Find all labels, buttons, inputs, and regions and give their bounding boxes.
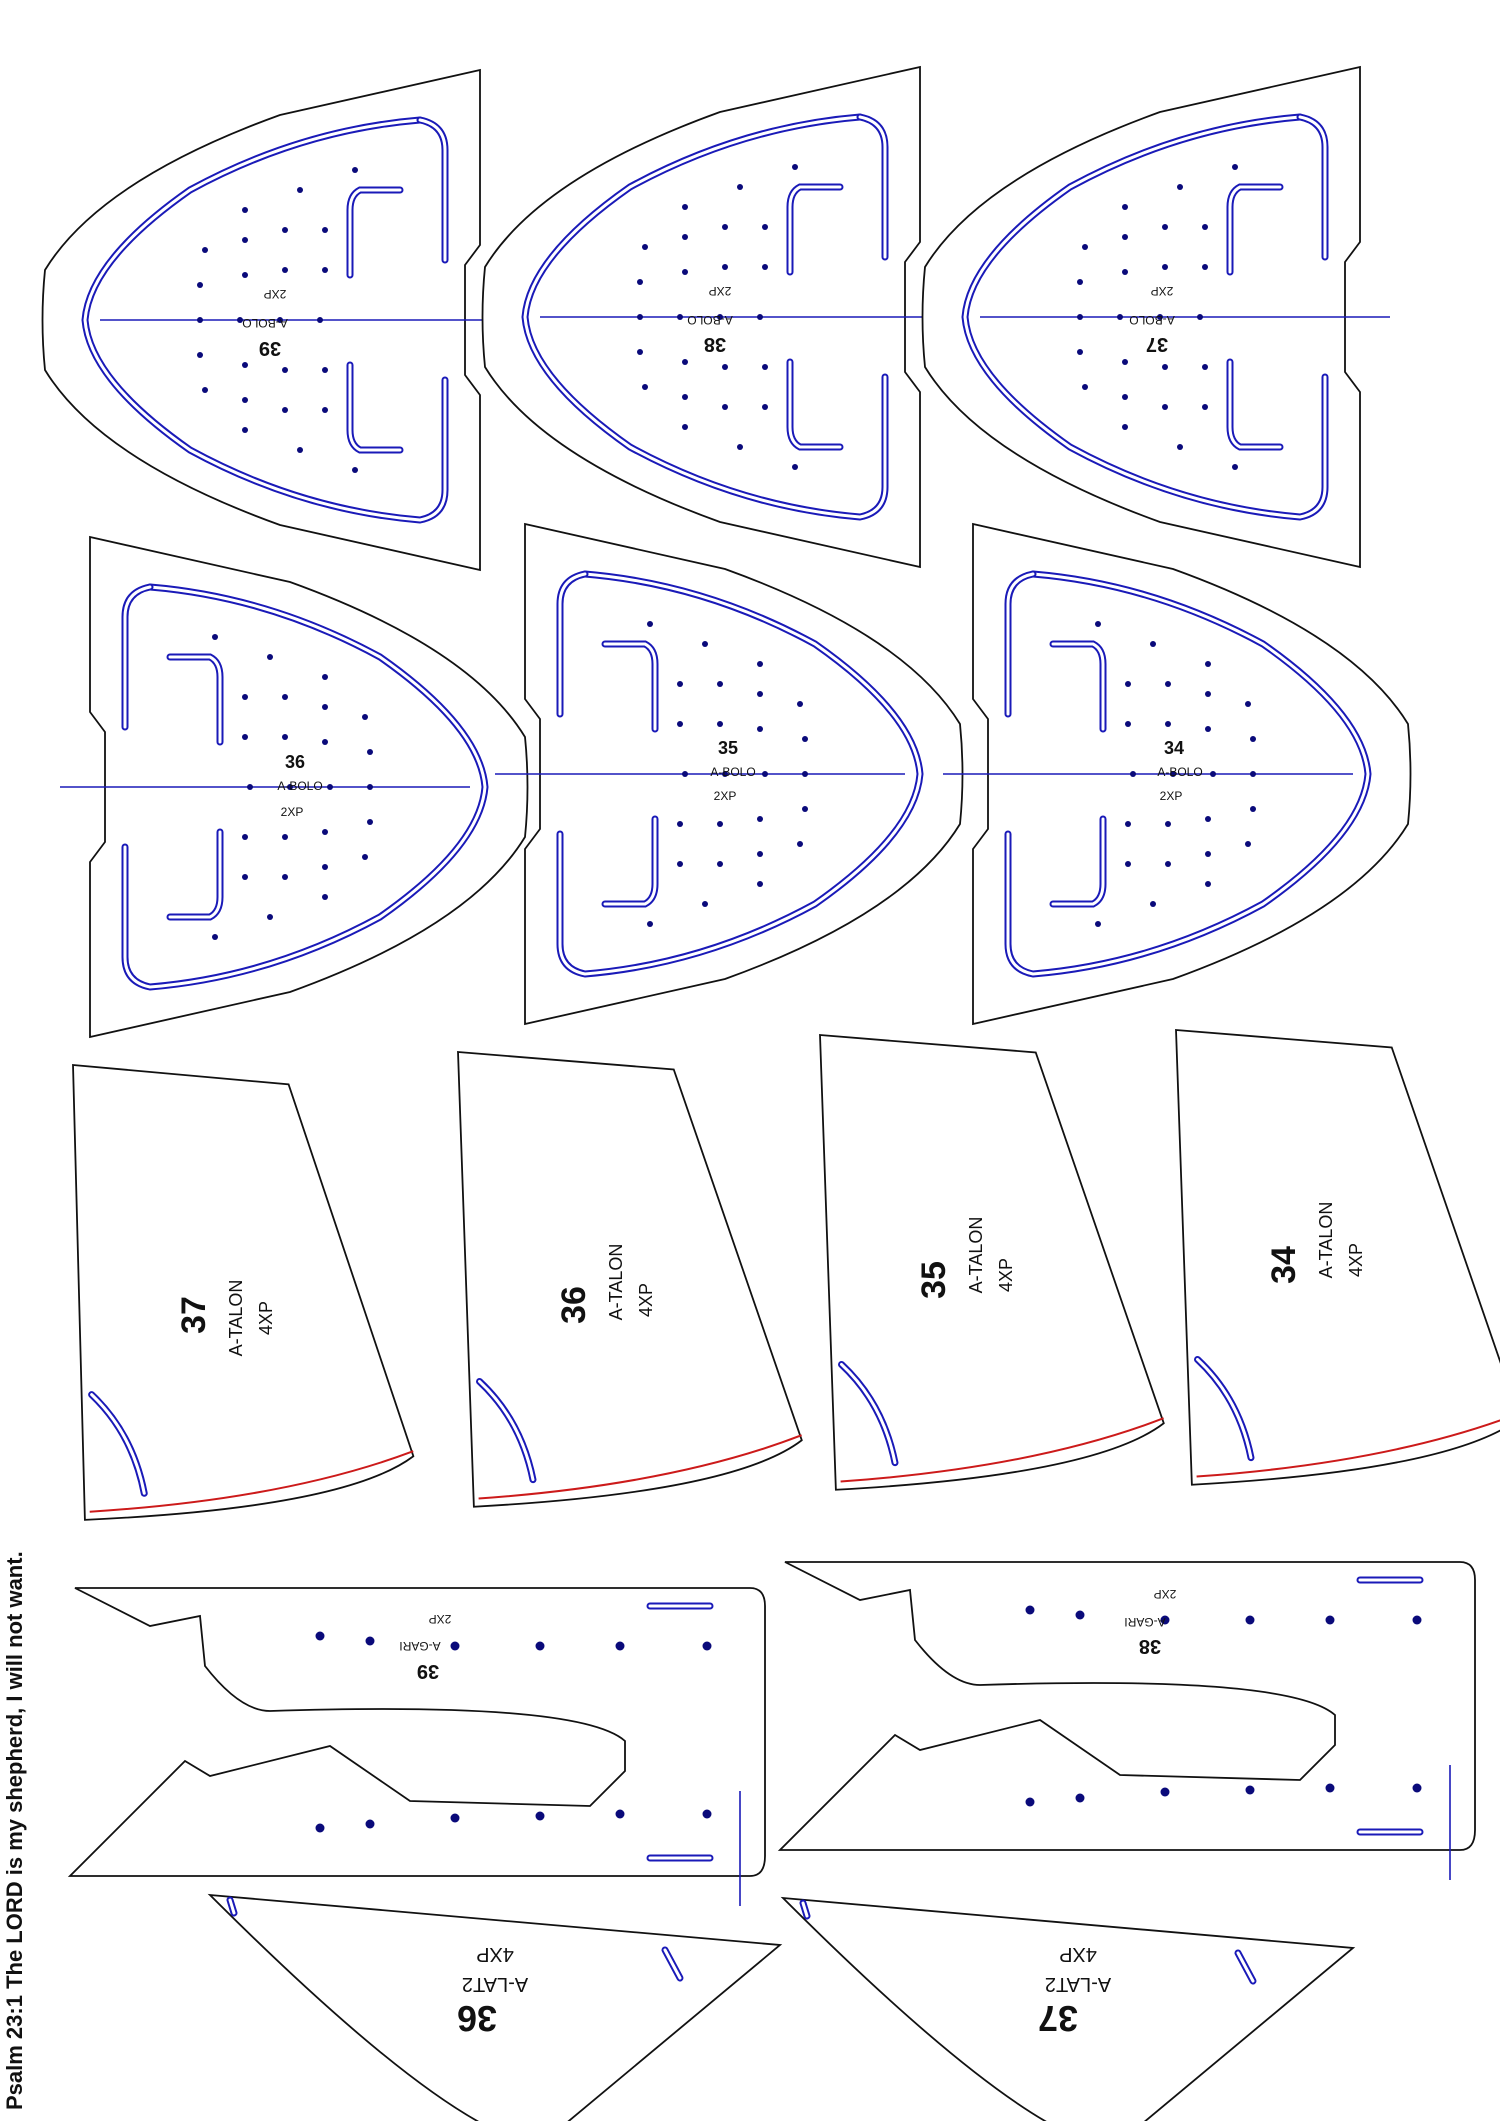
gari-piece-38: [780, 1562, 1475, 1880]
bolo-name-38: A-BOLO: [687, 313, 732, 327]
bolo-qty-36: 2XP: [281, 805, 304, 819]
bolo-size-34: 34: [1164, 738, 1184, 758]
bolo-qty-35: 2XP: [714, 789, 737, 803]
talon-size-36: 36: [555, 1286, 593, 1324]
lat2-size-36: 36: [457, 1998, 497, 2039]
gari-name-39: A-GARI: [399, 1639, 440, 1653]
gari-piece-39: [70, 1588, 765, 1906]
gari-size-39: 39: [417, 1660, 439, 1682]
gari-qty-39: 2XP: [429, 1612, 452, 1626]
talon-size-34: 34: [1265, 1246, 1303, 1284]
bolo-size-37: 37: [1146, 333, 1168, 355]
bolo-name-37: A-BOLO: [1129, 313, 1174, 327]
talon-size-35: 35: [915, 1261, 953, 1299]
lat2-name-36: A-LAT2: [462, 1973, 528, 1995]
talon-piece-35: [820, 1023, 1166, 1489]
bolo-name-39: A-BOLO: [242, 316, 287, 330]
talon-name-37: A-TALON: [226, 1280, 246, 1357]
lat2-name-37: A-LAT2: [1045, 1973, 1111, 1995]
bolo-size-35: 35: [718, 738, 738, 758]
talon-name-34: A-TALON: [1316, 1202, 1336, 1279]
gari-qty-38: 2XP: [1154, 1587, 1177, 1601]
talon-name-35: A-TALON: [966, 1217, 986, 1294]
talon-qty-37: 4XP: [256, 1301, 276, 1335]
bolo-qty-39: 2XP: [264, 287, 287, 301]
bolo-size-38: 38: [704, 333, 726, 355]
bolo-name-36: A-BOLO: [277, 779, 322, 793]
gari-name-38: A-GARI: [1124, 1615, 1165, 1629]
talon-qty-34: 4XP: [1346, 1243, 1366, 1277]
bolo-qty-38: 2XP: [709, 284, 732, 298]
gari-size-38: 38: [1139, 1635, 1161, 1657]
bolo-qty-37: 2XP: [1151, 284, 1174, 298]
verse-text: Psalm 23:1 The LORD is my shepherd, I wi…: [2, 1551, 27, 2110]
talon-qty-36: 4XP: [636, 1283, 656, 1317]
bolo-name-34: A-BOLO: [1157, 765, 1202, 779]
talon-qty-35: 4XP: [996, 1258, 1016, 1292]
lat2-qty-36: 4XP: [476, 1943, 514, 1965]
bolo-size-39: 39: [259, 337, 281, 359]
lat2-qty-37: 4XP: [1059, 1943, 1097, 1965]
bolo-qty-34: 2XP: [1160, 789, 1183, 803]
talon-size-37: 37: [175, 1296, 213, 1334]
bolo-size-36: 36: [285, 752, 305, 772]
talon-piece-36: [458, 1040, 804, 1506]
talon-name-36: A-TALON: [606, 1244, 626, 1321]
lat2-size-37: 37: [1038, 1998, 1078, 2039]
talon-piece-34: [1176, 1018, 1500, 1484]
bolo-name-35: A-BOLO: [710, 765, 755, 779]
